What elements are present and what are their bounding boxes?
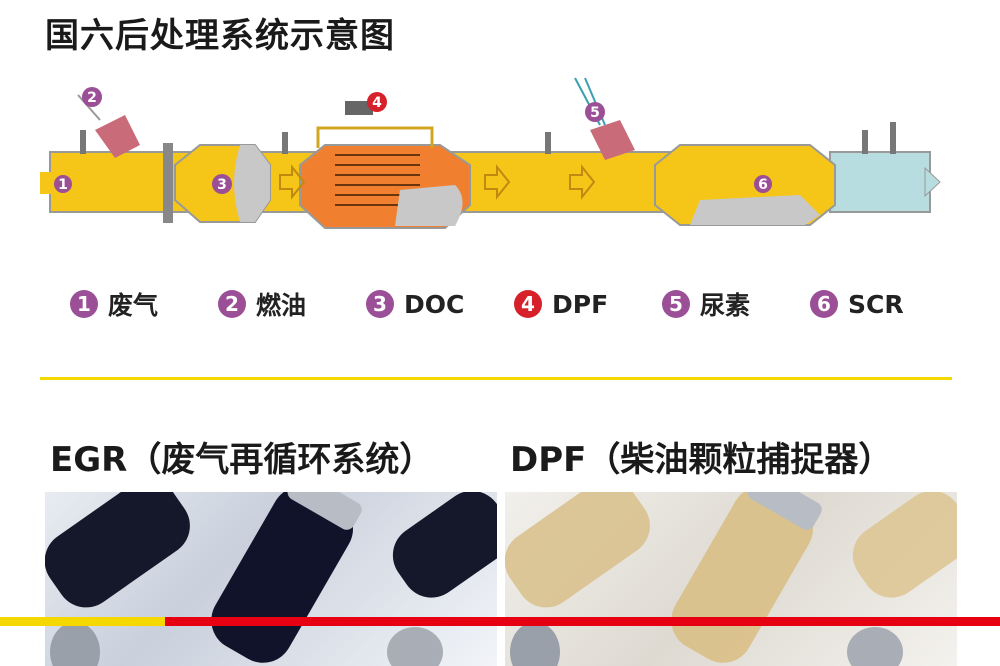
marker-6 bbox=[754, 175, 772, 193]
aftertreatment-diagram: 1 2 3 4 5 6 bbox=[40, 77, 941, 229]
marker-3 bbox=[212, 174, 232, 194]
marker-4 bbox=[367, 92, 387, 112]
dpf-sample-photo bbox=[505, 492, 957, 666]
svg-text:3: 3 bbox=[217, 177, 227, 193]
egr-heading: EGR（废气再循环系统） bbox=[50, 440, 434, 480]
accent-bar-red bbox=[165, 617, 1000, 626]
egr-sample-photo bbox=[45, 492, 497, 666]
marker-5 bbox=[585, 102, 605, 122]
svg-text:2: 2 bbox=[87, 90, 97, 106]
dpf-heading: DPF（柴油颗粒捕捉器） bbox=[510, 440, 893, 480]
svg-text:6: 6 bbox=[758, 177, 768, 193]
marker-2 bbox=[82, 87, 102, 107]
svg-text:1: 1 bbox=[58, 177, 68, 193]
accent-bar-yellow bbox=[0, 617, 165, 626]
divider bbox=[40, 377, 952, 380]
svg-text:5: 5 bbox=[590, 105, 600, 121]
page-title: 国六后处理系统示意图 bbox=[45, 16, 395, 56]
svg-text:4: 4 bbox=[372, 95, 382, 111]
marker-1 bbox=[54, 175, 72, 193]
